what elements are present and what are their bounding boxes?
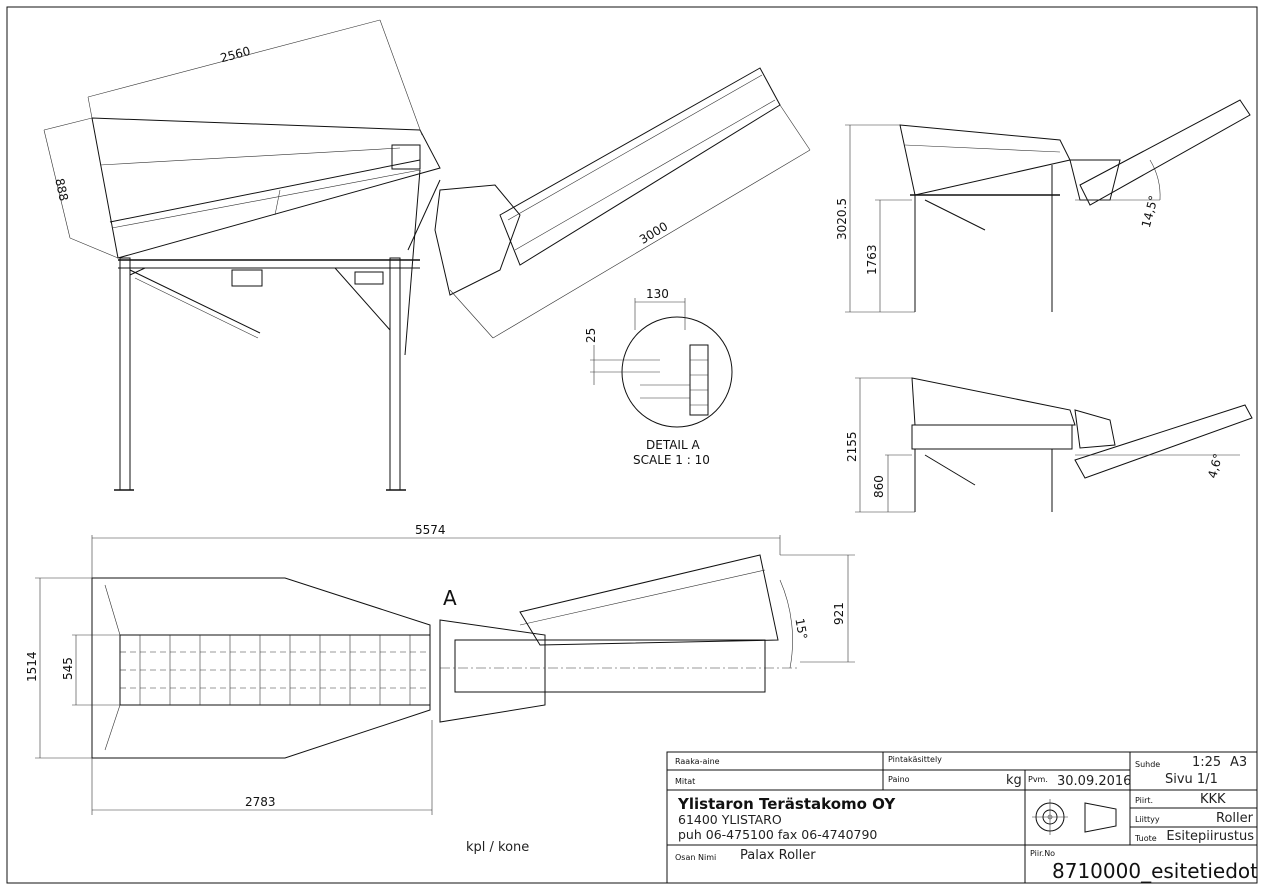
osan-nimi-label: Osan Nimi — [675, 853, 716, 862]
plan-view: A 15° 921 5574 1514 545 2783 — [25, 523, 855, 815]
suhde-value: 1:25 — [1192, 755, 1221, 770]
dim-2560: 2560 — [219, 44, 252, 65]
leg-right — [389, 257, 401, 491]
liittyy-value: Roller — [1216, 811, 1254, 826]
right-view-lower: 4,6° 2155 860 — [845, 377, 1253, 513]
piirt-value: KKK — [1200, 792, 1226, 807]
detail-title: DETAIL A — [646, 438, 700, 452]
detail-marker-a: A — [443, 586, 457, 610]
tuote-value: Esitepiirustus — [1166, 829, 1254, 844]
detail-scale: SCALE 1 : 10 — [633, 453, 710, 467]
piir-no-value: 8710000_esitetiedot — [1052, 859, 1258, 883]
paino-label: Paino — [888, 775, 910, 784]
dim-888: 888 — [52, 177, 70, 202]
piir-no-label: Piir.No — [1030, 849, 1055, 858]
dim-5574: 5574 — [415, 523, 446, 537]
projection-symbol-icon — [1032, 799, 1117, 835]
sivu: Sivu 1/1 — [1165, 772, 1218, 787]
angle-15: 15° — [792, 617, 809, 640]
suhde-label: Suhde — [1135, 760, 1160, 769]
dim-1514: 1514 — [25, 651, 39, 682]
paper-size: A3 — [1230, 755, 1247, 770]
osan-nimi-value: Palax Roller — [740, 848, 816, 863]
side-view: 2560 888 3000 — [43, 19, 811, 491]
quantity-note: kpl / kone — [466, 840, 529, 855]
title-block: Raaka-aine Pintakäsittely Mitat Paino kg… — [666, 751, 1258, 884]
piirt-label: Piirt. — [1135, 796, 1153, 805]
angle-14-5: 14,5° — [1139, 194, 1161, 229]
pvm-label: Pvm. — [1028, 775, 1048, 784]
motor-block — [391, 144, 421, 170]
raaka-aine-label: Raaka-aine — [675, 757, 720, 766]
company-name: Ylistaron Terästakomo OY — [677, 795, 896, 813]
liittyy-label: Liittyy — [1135, 815, 1160, 824]
company-phone: puh 06-475100 fax 06-4740790 — [678, 827, 877, 842]
sheet-border — [6, 6, 1258, 884]
pvm-value: 30.09.2016 — [1057, 774, 1131, 789]
dim-921: 921 — [832, 602, 846, 625]
dim-2783: 2783 — [245, 795, 276, 809]
angle-4-6: 4,6° — [1205, 452, 1225, 480]
detail-a: 130 25 DETAIL A SCALE 1 : 10 — [584, 287, 733, 467]
dim-545: 545 — [61, 657, 75, 680]
chute — [434, 184, 521, 296]
dim-2155: 2155 — [845, 431, 859, 462]
company-address: 61400 YLISTARO — [678, 812, 782, 827]
hopper-outline — [91, 117, 441, 259]
mitat-label: Mitat — [675, 777, 695, 786]
dim-1763: 1763 — [865, 244, 879, 275]
dim-130: 130 — [646, 287, 669, 301]
pintakasittely-label: Pintakäsittely — [888, 755, 942, 764]
tuote-label: Tuote — [1134, 834, 1157, 843]
dim-3020-5: 3020.5 — [835, 198, 849, 240]
dim-860: 860 — [872, 475, 886, 498]
paino-unit: kg — [1006, 773, 1022, 788]
conveyor-plan — [454, 639, 766, 693]
leg-left — [119, 257, 131, 491]
right-view-upper: 14,5° 3020.5 1763 — [835, 99, 1251, 313]
dim-25: 25 — [584, 328, 598, 343]
